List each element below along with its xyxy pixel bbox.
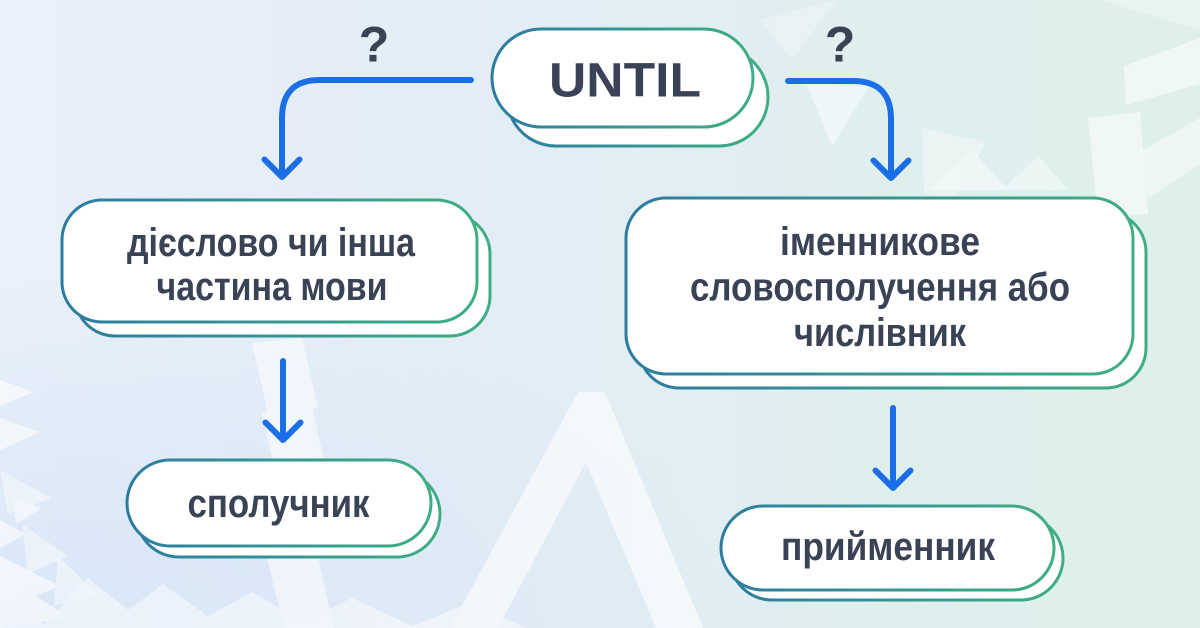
- svg-text:?: ?: [825, 17, 856, 73]
- svg-text:дієслово чи інша: дієслово чи інша: [127, 221, 416, 265]
- svg-text:прийменник: прийменник: [781, 525, 996, 569]
- svg-text:словосполучення або: словосполучення або: [690, 266, 1070, 310]
- svg-text:UNTIL: UNTIL: [549, 55, 701, 108]
- svg-text:сполучник: сполучник: [188, 482, 371, 526]
- svg-text:частина мови: частина мови: [157, 265, 388, 309]
- svg-text:числівник: числівник: [794, 311, 967, 355]
- svg-text:?: ?: [359, 17, 390, 73]
- svg-text:іменникове: іменникове: [780, 220, 980, 264]
